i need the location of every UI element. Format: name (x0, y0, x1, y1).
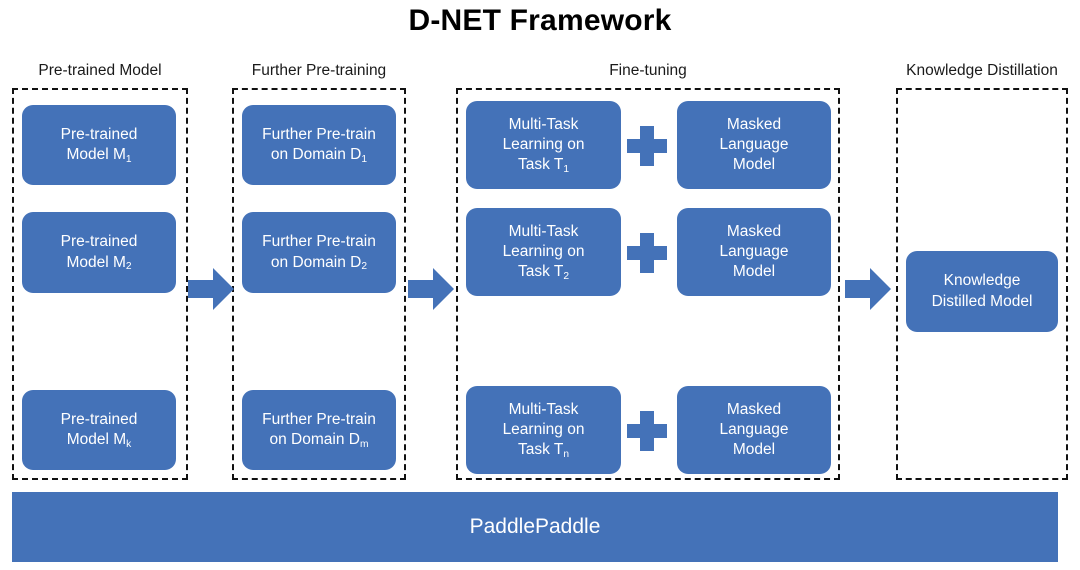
arrow-finetune-to-distillation (845, 268, 891, 310)
node-text: Further Pre-train on Domain D1 (262, 125, 376, 165)
node-text: Multi-Task Learning on Task T1 (502, 115, 585, 175)
plus-icon-row-2 (627, 233, 667, 273)
node-pretrained-model-2[interactable]: Pre-trained Model M2 (22, 212, 176, 293)
stage-label-knowledge-distillation: Knowledge Distillation (906, 62, 1058, 79)
platform-bar-paddlepaddle: PaddlePaddle (12, 492, 1058, 562)
node-pretrained-model-k[interactable]: Pre-trained Model Mk (22, 390, 176, 470)
node-knowledge-distilled-model[interactable]: Knowledge Distilled Model (906, 251, 1058, 332)
node-text: Further Pre-train on Domain D2 (262, 233, 376, 273)
node-masked-language-model-1[interactable]: Masked Language Model (677, 101, 831, 189)
node-further-pretrain-domain-2[interactable]: Further Pre-train on Domain D2 (242, 212, 396, 293)
platform-label: PaddlePaddle (469, 515, 601, 538)
node-further-pretrain-domain-1[interactable]: Further Pre-train on Domain D1 (242, 105, 396, 185)
node-text: Knowledge Distilled Model (931, 272, 1033, 310)
arrow-further-to-finetune (408, 268, 454, 310)
stage-label-fine-tuning: Fine-tuning (609, 62, 687, 79)
plus-icon-row-1 (627, 126, 667, 166)
node-text: Multi-Task Learning on Task Tn (502, 400, 585, 460)
stage-container-pre-trained-model (12, 88, 188, 480)
node-multitask-learning-task-2[interactable]: Multi-Task Learning on Task T2 (466, 208, 621, 296)
stage-container-further-pre-training (232, 88, 406, 480)
node-text: Pre-trained Model M1 (60, 125, 138, 165)
node-text: Further Pre-train on Domain Dm (262, 410, 376, 450)
node-text: Masked Language Model (719, 222, 789, 281)
node-multitask-learning-task-1[interactable]: Multi-Task Learning on Task T1 (466, 101, 621, 189)
page-title: D-NET Framework (408, 4, 672, 37)
node-text: Pre-trained Model M2 (60, 233, 138, 273)
node-text: Masked Language Model (719, 115, 789, 174)
arrow-pretrained-to-further (188, 268, 234, 310)
stage-container-knowledge-distillation (896, 88, 1068, 480)
node-pretrained-model-1[interactable]: Pre-trained Model M1 (22, 105, 176, 185)
node-text: Masked Language Model (719, 400, 789, 459)
node-text: Pre-trained Model Mk (60, 410, 138, 450)
stage-label-pre-trained-model: Pre-trained Model (38, 62, 162, 79)
node-masked-language-model-n[interactable]: Masked Language Model (677, 386, 831, 474)
node-masked-language-model-2[interactable]: Masked Language Model (677, 208, 831, 296)
node-further-pretrain-domain-m[interactable]: Further Pre-train on Domain Dm (242, 390, 396, 470)
node-multitask-learning-task-n[interactable]: Multi-Task Learning on Task Tn (466, 386, 621, 474)
stage-label-further-pre-training: Further Pre-training (251, 62, 387, 79)
plus-icon-row-3 (627, 411, 667, 451)
stage-container-fine-tuning (456, 88, 840, 480)
node-text: Multi-Task Learning on Task T2 (502, 222, 585, 282)
